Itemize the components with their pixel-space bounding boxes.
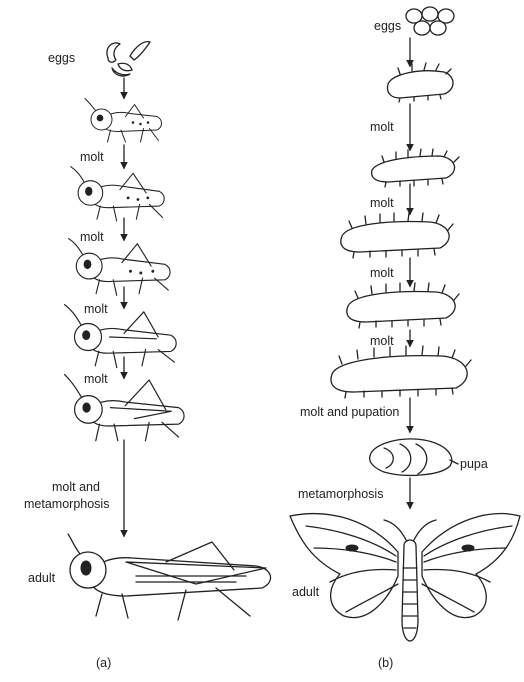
panel-a-metamorphosis-label-line2: metamorphosis: [24, 497, 109, 511]
panel-a-nymph-5: [64, 374, 184, 440]
panel-b-adult-label: adult: [292, 585, 320, 599]
panel-a-molt-label-4: molt: [84, 372, 108, 386]
panel-a-molt-label-3: molt: [84, 302, 108, 316]
panel-b-eggs-label: eggs: [374, 19, 401, 33]
panel-b-pupa: [370, 439, 458, 475]
panel-a-grasshopper: eggs: [24, 42, 271, 670]
panel-b-molt-label-4: molt: [370, 334, 394, 348]
panel-a-eggs-drawing: [107, 42, 150, 76]
panel-b-molt-label-1: molt: [370, 120, 394, 134]
panel-b-larva-5: [331, 346, 471, 398]
panel-a-nymph-4: [65, 305, 177, 368]
panel-b-larva-3: [341, 213, 453, 258]
panel-b-moth: eggs molt mo: [290, 7, 520, 670]
panel-b-pupation-label: molt and pupation: [300, 405, 399, 419]
panel-b-larva-2: [372, 149, 459, 187]
panel-b-molt-label-3: molt: [370, 266, 394, 280]
panel-a-caption: (a): [96, 656, 111, 670]
panel-b-larva-1: [388, 63, 454, 102]
panel-b-metamorphosis-label: metamorphosis: [298, 487, 383, 501]
panel-b-molt-label-2: molt: [370, 196, 394, 210]
panel-a-adult-grasshopper: [68, 534, 271, 620]
panel-b-eggs-drawing: [406, 7, 454, 35]
panel-a-molt-label-2: molt: [80, 230, 104, 244]
panel-b-caption: (b): [378, 656, 393, 670]
panel-a-eggs-label: eggs: [48, 51, 75, 65]
panel-a-nymph-2: [71, 167, 164, 221]
panel-b-adult-moth: [290, 514, 520, 641]
panel-b-larva-4: [347, 283, 459, 328]
panel-a-nymph-3: [69, 239, 170, 296]
panel-a-molt-label-1: molt: [80, 150, 104, 164]
panel-a-metamorphosis-label-line1: molt and: [52, 480, 100, 494]
panel-a-adult-label: adult: [28, 571, 56, 585]
panel-a-nymph-1: [85, 99, 162, 143]
panel-b-pupa-label: pupa: [460, 457, 488, 471]
